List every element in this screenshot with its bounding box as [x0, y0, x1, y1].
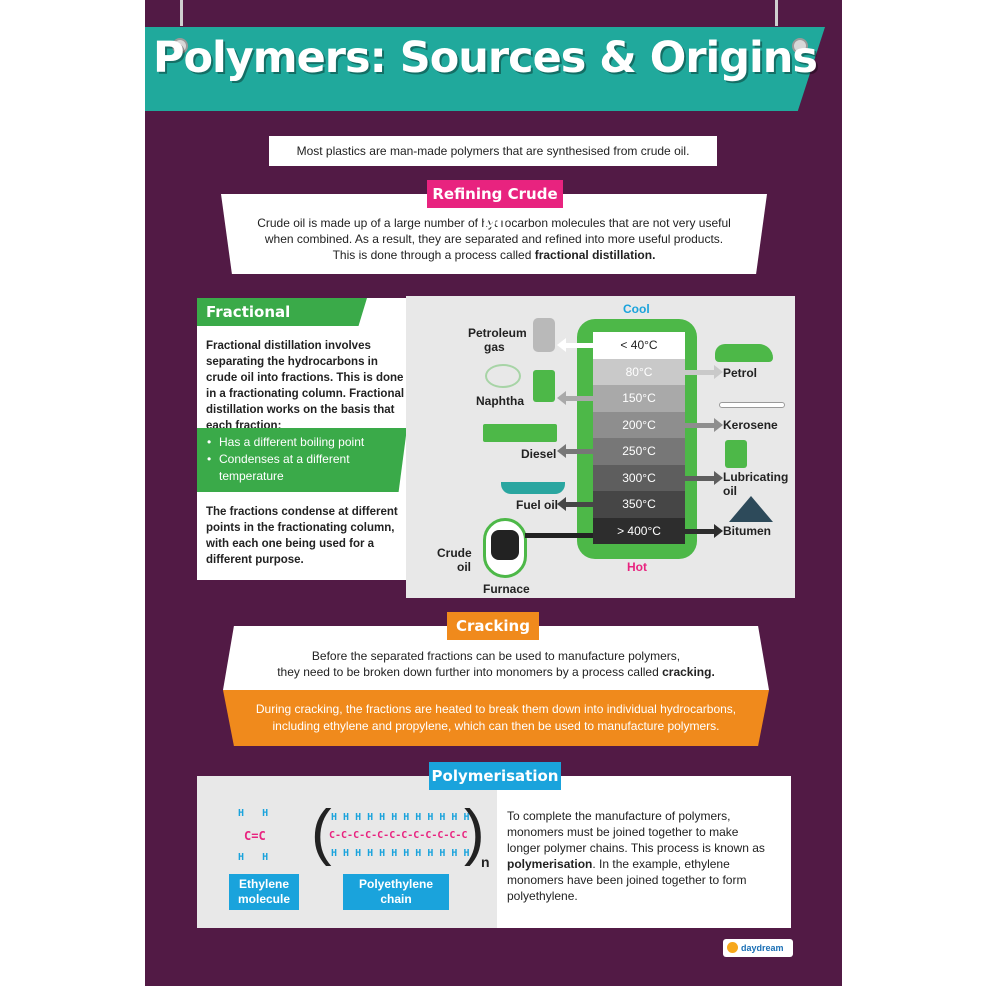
orange-line-1: During cracking, the fractions are heate…: [255, 702, 737, 716]
fractional-heading: Fractional Distillation: [197, 298, 367, 326]
refining-bold: fractional distillation.: [534, 248, 656, 262]
cracking-orange-band: During cracking, the fractions are heate…: [223, 690, 769, 746]
cracking-bold: cracking.: [662, 665, 715, 679]
cracking-text: Before the separated fractions can be us…: [223, 626, 769, 690]
bracket-right-icon: ): [464, 798, 485, 867]
bullet-condenses: Condenses at a different temperature: [207, 451, 397, 485]
ethylene-h-bot: H H: [238, 852, 269, 863]
chain-c: C-C-C-C-C-C-C-C-C-C-C-C: [329, 830, 468, 841]
cracking-line-2: they need to be broken down further into…: [277, 665, 663, 679]
bullet-boiling-point: Has a different boiling point: [207, 434, 397, 451]
page-title: Polymers: Sources & Origins: [152, 33, 818, 83]
fractional-para-2: The fractions condense at different poin…: [206, 506, 398, 566]
intro-text: Most plastics are man-made polymers that…: [269, 136, 717, 166]
refining-line-3: This is done through a process called: [332, 248, 535, 262]
refining-line-1: Crude oil is made up of a large number o…: [257, 216, 731, 230]
hanger-left: [180, 0, 183, 26]
bracket-left-icon: (: [311, 798, 332, 867]
brand-logo: daydream: [723, 939, 793, 957]
cracking-heading: Cracking: [447, 612, 539, 640]
fractional-para-1: Fractional distillation involves separat…: [206, 340, 405, 432]
bolt-icon: [172, 38, 188, 54]
polymerisation-text: To complete the manufacture of polymers,…: [507, 809, 765, 903]
poster: Polymers: Sources & Origins Most plastic…: [145, 0, 842, 986]
chain-h-top: H H H H H H H H H H H H: [331, 812, 470, 823]
brand-logo-icon: [727, 942, 738, 953]
ethylene-h-top: H H: [238, 808, 269, 819]
polymerisation-heading: Polymerisation: [429, 762, 561, 790]
refining-heading-tag: Refining Crude Oil: [427, 180, 563, 231]
cracking-line-1: Before the separated fractions can be us…: [311, 649, 681, 663]
hanger-right: [775, 0, 778, 26]
fractional-bullets: Has a different boiling point Condenses …: [197, 428, 407, 492]
chain-h-bot: H H H H H H H H H H H H: [331, 848, 470, 859]
orange-line-2: including ethylene and propylene, which …: [272, 719, 720, 733]
bolt-icon: [792, 38, 808, 54]
polyethylene-label: Polyethylene chain: [343, 874, 449, 910]
title-banner: [145, 27, 825, 111]
ethylene-label: Ethylene molecule: [229, 874, 299, 910]
ethylene-c-c: C=C: [244, 829, 266, 843]
chain-subscript: n: [481, 854, 490, 870]
refining-line-2: when combined. As a result, they are sep…: [264, 232, 724, 246]
